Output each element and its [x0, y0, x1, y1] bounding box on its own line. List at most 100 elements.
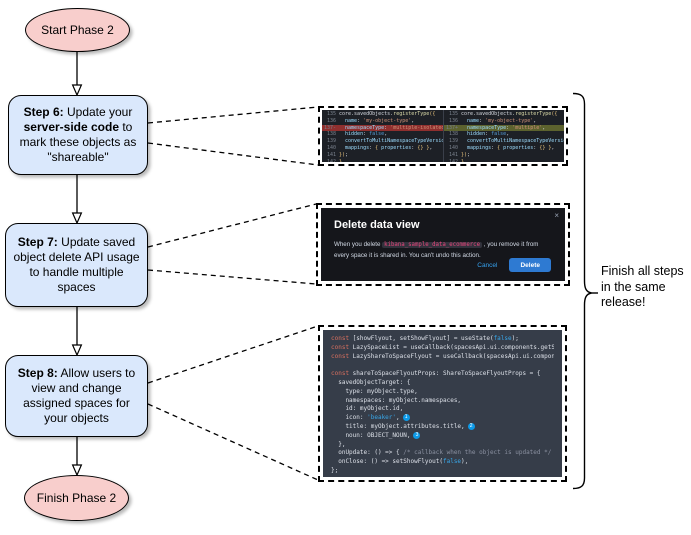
- code-token: false: [493, 335, 512, 342]
- code-token: convertToMultiNamespaceTypeVersion: [339, 138, 443, 145]
- step6-box: Step 6: Update your server-side code to …: [8, 95, 148, 175]
- code-token: :: [411, 144, 418, 151]
- annotation-badge: 1: [402, 414, 410, 422]
- code-line: 139 convertToMultiNamespaceTypeVersion:: [444, 138, 564, 145]
- code-token: :: [485, 131, 492, 138]
- code-token: 'multiple-isolated': [390, 124, 443, 131]
- code-line: icon: 'beaker',1: [331, 414, 554, 423]
- code-token: },: [331, 440, 346, 448]
- code-line: 136 name: 'my-object-type',: [444, 118, 564, 125]
- line-number: 137+: [445, 124, 458, 131]
- code-token: LazySpaceList = useCallback(spacesApi.ui…: [352, 343, 554, 351]
- code-line: 142}: [322, 159, 443, 162]
- code-token: savedObjectTarget: {: [331, 378, 411, 386]
- code-line: 140 mappings: { properties: {} },: [444, 145, 564, 152]
- code-line: };: [331, 467, 554, 476]
- finish-node: Finish Phase 2: [24, 475, 129, 521]
- code-token: ({: [551, 111, 558, 117]
- code-token: }: [461, 158, 465, 162]
- modal-body-text: When you delete: [334, 241, 383, 248]
- code-token: const: [331, 335, 350, 342]
- code-token: :: [479, 117, 486, 124]
- label-segment: Update saved object delete API usage to …: [13, 235, 140, 294]
- code-line: 138 hidden: false,: [322, 131, 443, 138]
- label-segment: server-side code: [23, 120, 120, 134]
- code-token: [showFlyout, setShowFlyout] = useState(: [349, 335, 494, 342]
- code-line: 141});: [322, 152, 443, 159]
- label-segment: Step 6:: [23, 105, 64, 119]
- code-line: noun: OBJECT_NOUN,3: [331, 431, 554, 441]
- code-token: ({: [429, 111, 436, 117]
- close-icon[interactable]: ×: [554, 211, 559, 220]
- code-token: }): [461, 151, 468, 158]
- code-line: title: myObject.attributes.title,2: [331, 422, 554, 432]
- code-token: namespaces: myObject.namespaces,: [331, 396, 462, 404]
- code-token: ,: [533, 117, 537, 124]
- code-token: }): [339, 151, 346, 158]
- annotation-badge: 3: [413, 431, 421, 439]
- line-number: 138: [448, 131, 458, 138]
- code-token: const: [331, 343, 350, 351]
- code-token: noun: OBJECT_NOUN,: [331, 431, 411, 439]
- code-token: }: [339, 158, 343, 162]
- cancel-button[interactable]: Cancel: [477, 261, 498, 269]
- step7-label: Step 7: Update saved object delete API u…: [11, 235, 142, 295]
- code-token: 'my-object-type': [363, 117, 412, 124]
- code-token: ,: [384, 131, 388, 138]
- code-token: registerType: [515, 111, 552, 117]
- note-line: Finish all steps: [601, 264, 684, 278]
- code-token: id: myObject.id,: [331, 405, 404, 413]
- code-token: mappings: [339, 144, 370, 151]
- code-token: properties: [381, 144, 412, 151]
- code-token: {} }: [539, 144, 552, 151]
- code-token: name: [461, 117, 480, 124]
- label-segment: to mark these objects as "shareable": [19, 120, 137, 164]
- code-line: const [showFlyout, setShowFlyout] = useS…: [331, 335, 554, 344]
- code-token: convertToMultiNamespaceTypeVersion: [461, 138, 564, 145]
- code-token: [331, 361, 335, 368]
- code-token: ;: [345, 151, 349, 158]
- code-token: {} }: [417, 144, 430, 151]
- code-line: namespaces: myObject.namespaces,: [331, 397, 554, 406]
- code-token: ),: [461, 458, 469, 466]
- code-token: };: [331, 466, 339, 474]
- code-line: 137+ namespaceType: 'multiple',: [444, 124, 564, 132]
- modal-actions: Cancel Delete: [477, 258, 551, 272]
- code-token: :: [533, 144, 540, 151]
- code-token: {: [375, 144, 382, 151]
- code-token: false: [369, 131, 385, 138]
- code-line: 141});: [444, 152, 564, 159]
- line-number: 136: [326, 117, 336, 124]
- start-node-label: Start Phase 2: [41, 22, 114, 37]
- code-token: :: [384, 124, 391, 131]
- modal-body: When you delete kibana_sample_data_ecomm…: [334, 240, 552, 260]
- line-number: 141: [448, 151, 458, 158]
- code-token: icon:: [331, 414, 368, 422]
- code-token: onUpdate: () => {: [331, 449, 404, 457]
- modal-title: Delete data view: [334, 219, 420, 231]
- code-line: const LazyShareToSpaceFlyout = useCallba…: [331, 353, 554, 362]
- code-line: onClose: () => setShowFlyout(false),: [331, 458, 554, 467]
- step8-box: Step 8: Allow users to view and change a…: [5, 355, 148, 437]
- code-line: [331, 361, 554, 370]
- code-line: savedObjectTarget: {: [331, 379, 554, 388]
- code-line: },: [331, 441, 554, 450]
- code-token: false: [491, 131, 507, 138]
- inline-code: kibana_sample_data_ecommerce: [382, 242, 483, 248]
- code-token: },: [551, 449, 554, 456]
- line-number: 137-: [323, 124, 336, 131]
- code-line: 142}: [444, 159, 564, 162]
- line-number: 139: [326, 138, 336, 145]
- code-token: ,: [396, 414, 400, 422]
- code-screenshot: const [showFlyout, setShowFlyout] = useS…: [323, 330, 562, 477]
- code-token: shareToSpaceFlyoutProps: ShareToSpaceFly…: [349, 370, 541, 378]
- curly-brace: [572, 92, 598, 490]
- delete-button[interactable]: Delete: [509, 258, 551, 272]
- code-token: false: [442, 458, 462, 466]
- code-line: onUpdate: () => { /* callback when the o…: [331, 449, 554, 458]
- code-token: core.savedObjects.: [339, 111, 394, 117]
- code-screenshot-frame: const [showFlyout, setShowFlyout] = useS…: [318, 325, 567, 482]
- code-token: name: [339, 117, 358, 124]
